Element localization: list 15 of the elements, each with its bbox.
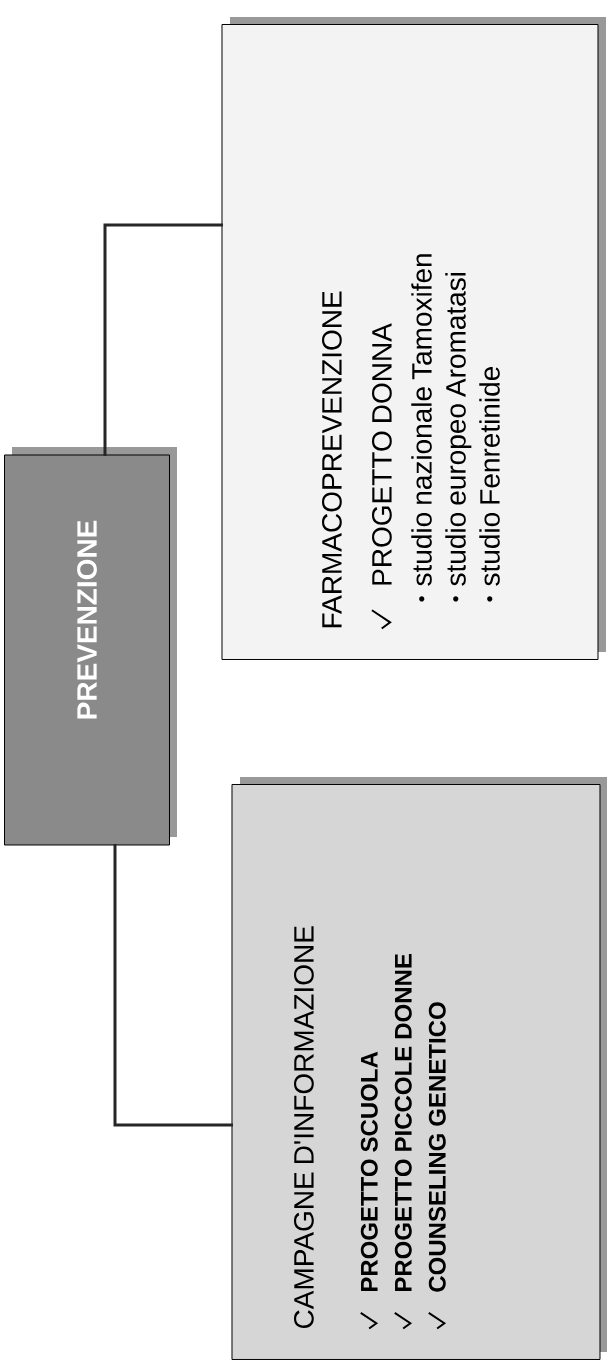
box-heading: CAMPAGNE D'INFORMAZIONE: [294, 926, 314, 1329]
list-item: studio nazionale Tamoxifen: [411, 254, 432, 586]
title-box: [4, 447, 177, 846]
list-item: PROGETTO SCUOLA: [360, 1051, 378, 1292]
connector-line: [113, 844, 233, 1127]
box-heading: FARMACOPREVENZIONE: [322, 291, 342, 628]
content-box: [221, 17, 606, 660]
list-item: studio europeo Aromatasi: [445, 272, 472, 586]
list-item: studio Fenretinide: [479, 367, 500, 586]
list-item: PROGETTO DONNA: [372, 323, 392, 585]
list-item: PROGETTO PICCOLE DONNE: [394, 954, 412, 1292]
box-title: PREVENZIONE: [77, 520, 97, 719]
list-item: COUNSELING GENETICO: [428, 1002, 446, 1292]
connector-line: [103, 223, 223, 456]
content-box: [231, 777, 607, 1360]
